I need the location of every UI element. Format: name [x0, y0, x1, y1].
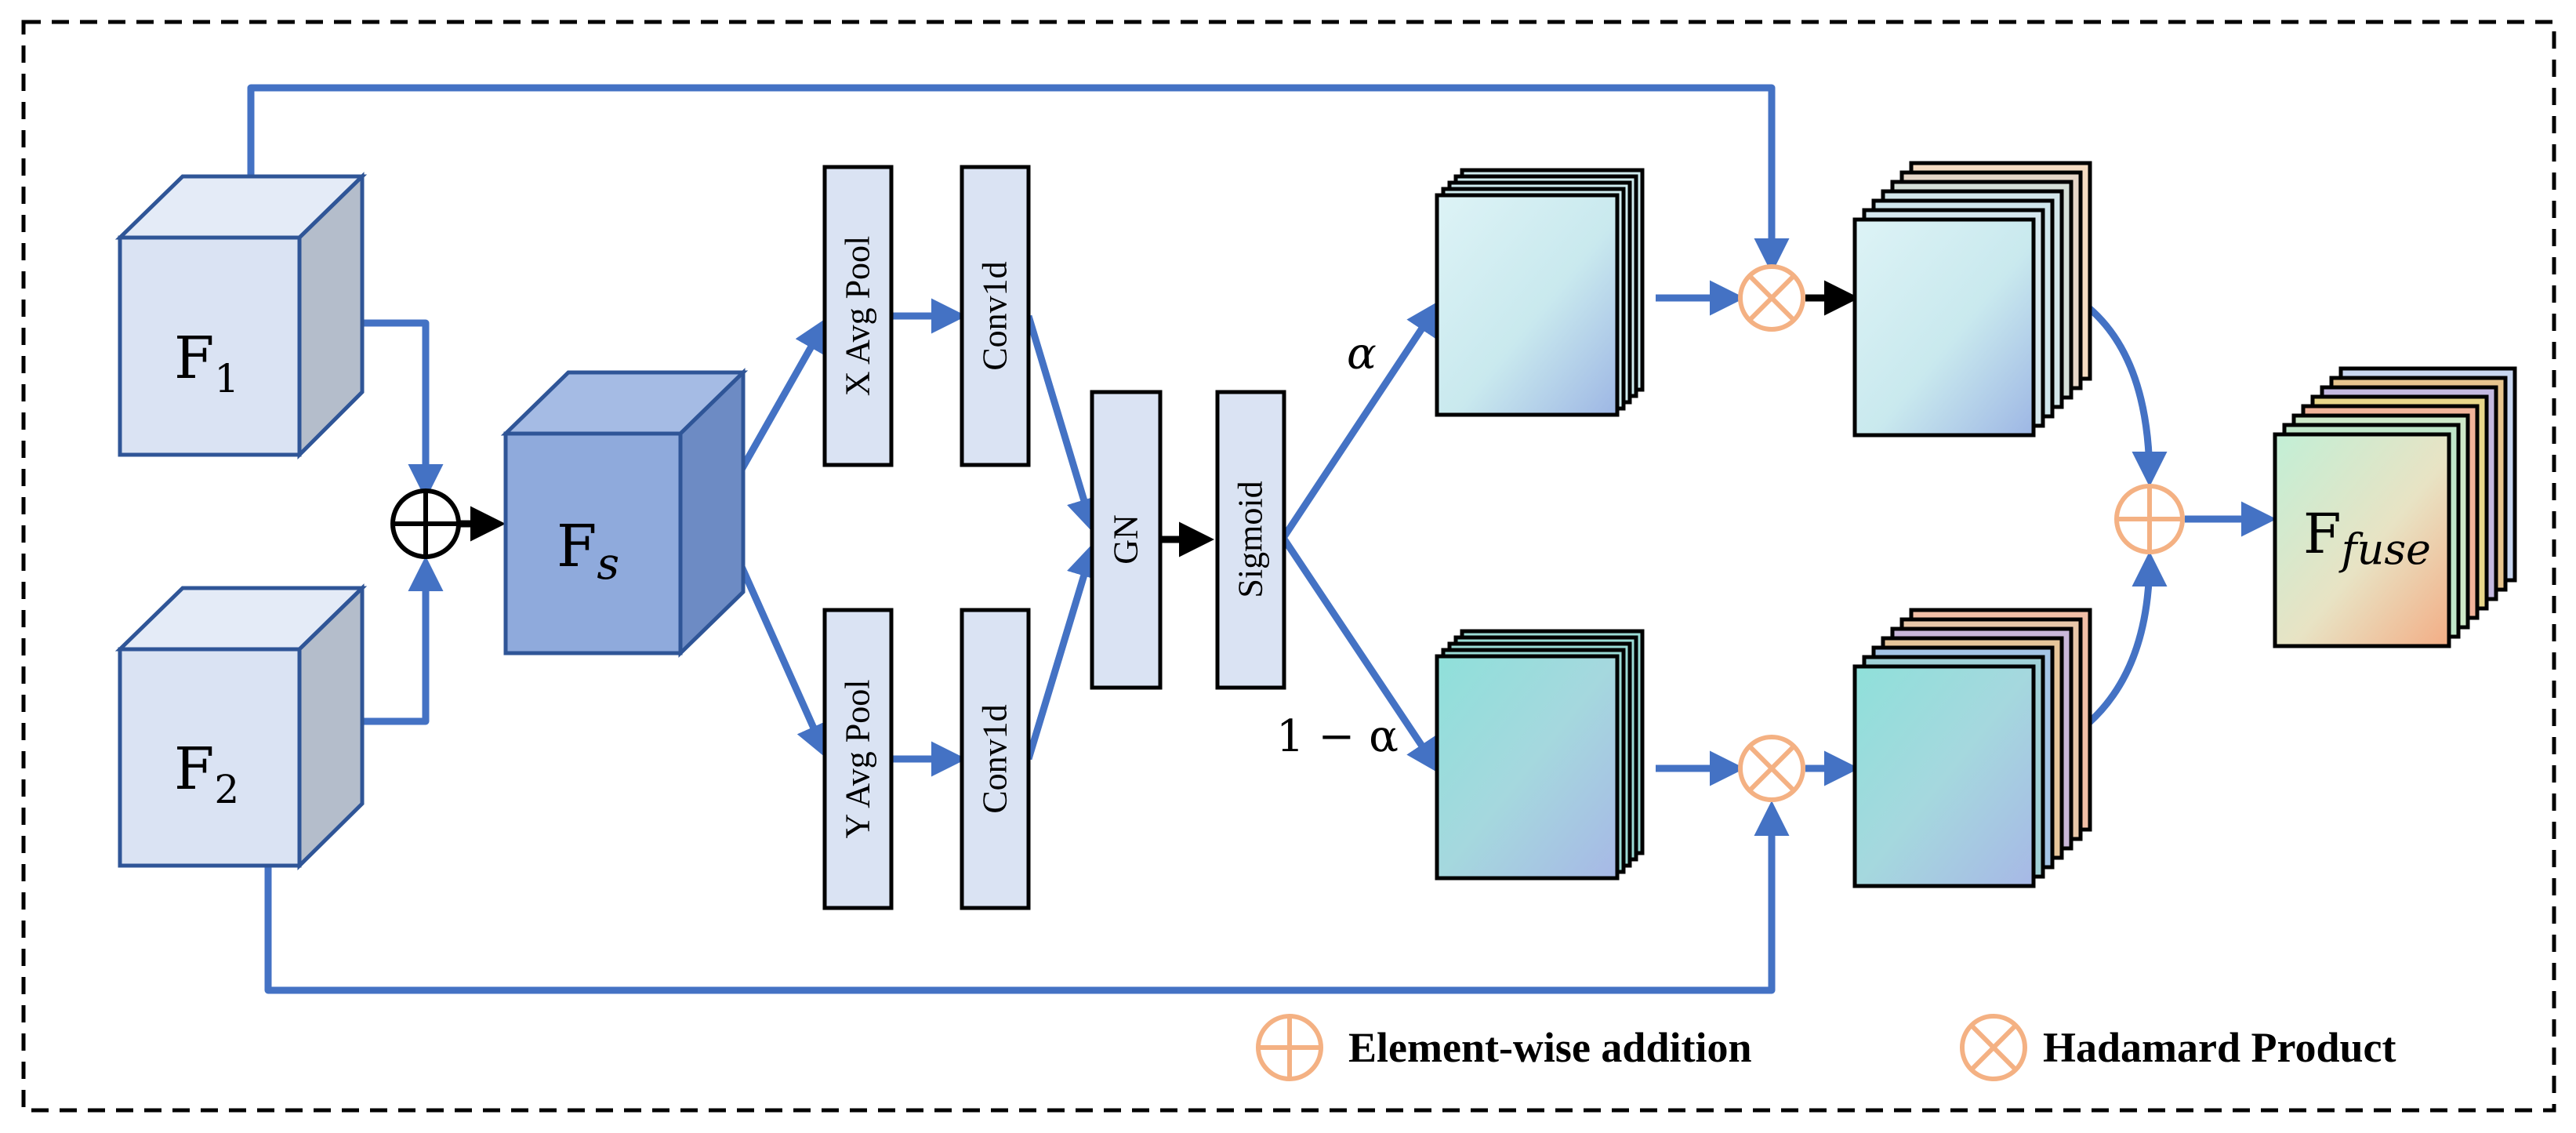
cube-fs: Fs	[500, 368, 749, 658]
output-stack-f-fuse	[2273, 366, 2517, 648]
alpha-attention-stack	[1435, 168, 1645, 417]
arrow-conv-bottom-to-gn	[1025, 542, 1101, 761]
outer-frame	[21, 20, 2556, 1113]
y-avg-pool-block	[822, 608, 894, 910]
beta-attention-stack	[1435, 629, 1645, 881]
legend-addition-label: Element-wise addition	[1348, 1024, 1752, 1071]
cube-f1: F1	[114, 172, 368, 460]
alpha-label: α	[1347, 329, 1377, 379]
black-connectors	[460, 280, 1859, 557]
sigmoid-block	[1215, 390, 1286, 690]
f2-label: F2	[174, 735, 239, 812]
f-fuse-label: Ffuse	[2303, 502, 2431, 574]
conv1d-top-label: Conv1d	[976, 261, 1014, 370]
weighted-stack-bottom	[1852, 608, 2092, 888]
hadamard-operator-top	[1738, 264, 1805, 332]
arrow-sigmoid-to-beta	[1280, 536, 1441, 775]
hadamard-operator-bottom	[1738, 735, 1805, 802]
arrow-f2-to-add	[362, 556, 444, 725]
legend-hadamard-icon	[1960, 1014, 2027, 1081]
fs-label: Fs	[557, 513, 619, 590]
arrow-f1-to-add	[362, 319, 444, 499]
legend: Element-wise addition Hadamard Product	[1256, 1014, 2396, 1081]
weighted-stack-top	[1852, 161, 2092, 438]
f1-label: F1	[174, 325, 239, 401]
gn-label: GN	[1107, 514, 1145, 565]
legend-addition-icon	[1256, 1014, 1323, 1081]
conv1d-bottom-block	[960, 608, 1031, 910]
y-avg-pool-label: Y Avg Pool	[839, 680, 877, 839]
processing-blocks	[822, 165, 1286, 910]
gn-block	[1090, 390, 1163, 690]
curve-bottom-to-add	[2079, 551, 2168, 732]
curve-top-to-add	[2079, 299, 2168, 487]
skip-connection-f1	[247, 84, 1790, 274]
addition-operator-output	[2114, 484, 2185, 554]
x-avg-pool-block	[822, 165, 894, 467]
arrow-sigmoid-to-alpha	[1280, 300, 1441, 540]
one-minus-alpha-label: 1 − α	[1276, 711, 1399, 762]
sigmoid-label: Sigmoid	[1232, 481, 1270, 597]
arrow-conv-top-to-gn	[1025, 314, 1101, 534]
add-operator-inputs	[390, 488, 461, 559]
conv1d-top-block	[960, 165, 1031, 467]
cube-f2: F2	[114, 583, 368, 870]
legend-hadamard-label: Hadamard Product	[2043, 1024, 2396, 1071]
skip-connection-f2	[264, 801, 1790, 994]
conv1d-bottom-label: Conv1d	[976, 704, 1014, 813]
x-avg-pool-label: X Avg Pool	[839, 236, 877, 397]
